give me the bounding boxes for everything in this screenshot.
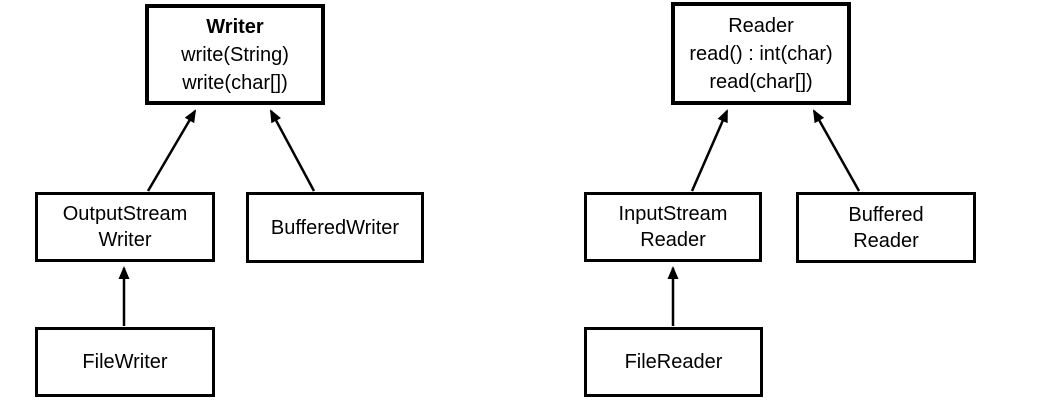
arrow-inputstreamreader-to-reader [690, 109, 729, 192]
class-box-inputstreamreader: InputStream Reader [584, 192, 762, 262]
class-box-outputstreamwriter: OutputStream Writer [35, 192, 215, 262]
class-box-filewriter: FileWriter [35, 327, 215, 397]
class-method: read(char[]) [709, 70, 813, 93]
class-title: FileReader [624, 351, 723, 373]
class-method: read() : int(char) [689, 42, 833, 65]
class-box-writer: Writer write(String) write(char[]) [145, 4, 325, 105]
arrow-outputstreamwriter-to-writer [146, 109, 197, 192]
arrow-bufferedreader-to-reader [812, 109, 861, 192]
class-title: FileWriter [82, 351, 168, 373]
class-title: Writer [206, 15, 264, 38]
arrow-bufferedwriter-to-writer [269, 109, 316, 192]
class-method: write(char[]) [182, 71, 288, 94]
class-title: Reader [640, 229, 706, 251]
class-method: write(String) [181, 43, 289, 66]
class-title: Writer [98, 229, 152, 251]
class-title: BufferedWriter [270, 216, 400, 239]
class-title: Reader [728, 14, 794, 37]
class-box-bufferedreader: Buffered Reader [796, 192, 976, 263]
class-box-bufferedwriter: BufferedWriter [246, 192, 424, 263]
class-title: Buffered [848, 203, 924, 226]
class-title: OutputStream [62, 203, 188, 225]
class-box-filereader: FileReader [584, 327, 763, 397]
class-title: InputStream [618, 203, 728, 225]
class-title: Reader [853, 229, 919, 252]
class-box-reader: Reader read() : int(char) read(char[]) [671, 2, 851, 105]
